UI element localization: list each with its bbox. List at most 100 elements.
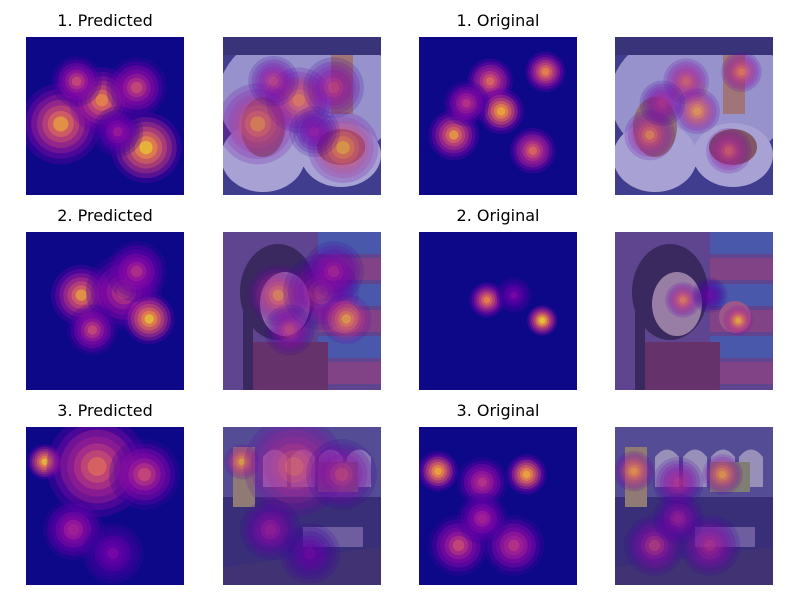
heat-blob-r1c0-3 xyxy=(70,308,115,352)
heat-blob-r0c0-1 xyxy=(77,76,126,125)
heat-blob-r1c1-4 xyxy=(327,265,340,278)
heat-blob-r1c3-0 xyxy=(677,294,689,306)
heat-blob-r2c2-5 xyxy=(456,493,508,544)
heat-blob-r0c1-2 xyxy=(268,76,279,86)
heat-blob-r0c0-4 xyxy=(120,121,172,174)
predicted-overlay-panel xyxy=(223,427,381,585)
heat-blob-r0c1-4 xyxy=(317,121,369,174)
heat-blob-r0c2-5 xyxy=(449,86,483,120)
heat-blob-r1c0-0 xyxy=(59,273,104,318)
heat-blob-r2c1-4 xyxy=(291,535,328,572)
heat-blob-r1c1-3 xyxy=(284,325,295,335)
heat-blob-r1c2-1 xyxy=(531,309,554,332)
heat-blob-r1c3-1 xyxy=(727,309,750,332)
heat-blob-r1c0-4 xyxy=(110,245,163,298)
heat-blob-r2c1-4 xyxy=(295,539,324,568)
heat-blob-r0c1-5 xyxy=(299,116,330,147)
heat-blob-r2c1-0 xyxy=(236,456,248,468)
heat-blob-r1c1-2 xyxy=(324,297,369,341)
heat-blob-r1c2-2 xyxy=(505,287,522,304)
heat-blob-r2c3-2 xyxy=(652,457,704,508)
heat-blob-r1c1-0 xyxy=(247,264,309,326)
heat-blob-r2c2-3 xyxy=(452,539,465,552)
heat-blob-r0c3-4 xyxy=(718,140,740,162)
heat-blob-r2c0-3 xyxy=(67,524,80,536)
heat-blob-r0c0-1 xyxy=(82,80,122,120)
heat-blob-r2c0-3 xyxy=(47,503,100,556)
heat-blob-r0c0-2 xyxy=(61,66,92,97)
heat-blob-r2c2-4 xyxy=(491,523,536,568)
heat-blob-r0c2-3 xyxy=(445,126,462,144)
heat-blob-r2c3-4 xyxy=(691,527,728,564)
heat-blob-r1c1-4 xyxy=(307,245,360,298)
heat-blob-r2c3-3 xyxy=(624,515,685,576)
heat-blob-r2c1-2 xyxy=(330,462,353,486)
heat-blob-r0c0-3 xyxy=(118,69,155,106)
heat-blob-r2c0-0 xyxy=(36,453,54,470)
heat-blob-r2c1-1 xyxy=(284,457,304,476)
heat-blob-r2c3-5 xyxy=(666,507,690,531)
heatmap-background xyxy=(419,37,577,195)
heat-blob-r2c0-2 xyxy=(118,448,171,501)
heat-blob-r1c2-0 xyxy=(474,287,500,313)
heat-blob-r1c0-4 xyxy=(118,253,155,290)
predicted-overlay-panel xyxy=(223,232,381,390)
heat-blob-r0c2-0 xyxy=(470,61,510,101)
heat-blob-r1c1-0 xyxy=(256,273,301,318)
heat-blob-r0c0-1 xyxy=(68,67,135,134)
heat-blob-r2c1-3 xyxy=(252,511,289,548)
heat-blob-r1c1-0 xyxy=(264,281,293,310)
heat-blob-r2c2-5 xyxy=(474,510,491,527)
heat-blob-r1c2-2 xyxy=(503,284,525,306)
heat-blob-r1c0-3 xyxy=(80,318,104,342)
heat-blob-r1c0-1 xyxy=(101,269,147,315)
heat-blob-r0c0-2 xyxy=(68,73,85,90)
heat-blob-r2c2-0 xyxy=(431,464,445,478)
heat-blob-r1c1-1 xyxy=(288,259,354,325)
heat-blob-r0c3-0 xyxy=(681,76,691,86)
heat-blob-r2c2-0 xyxy=(419,451,459,492)
heat-blob-r2c0-3 xyxy=(51,507,96,552)
heat-blob-r0c3-3 xyxy=(641,126,658,144)
overlay-tint xyxy=(615,232,773,390)
heat-blob-r0c0-2 xyxy=(64,69,89,93)
heat-blob-r0c2-1 xyxy=(484,94,518,128)
heat-blob-r0c1-5 xyxy=(296,113,334,151)
heat-blob-r2c3-4 xyxy=(700,535,720,556)
heat-blob-r0c2-2 xyxy=(536,62,555,82)
predicted-overlay-image xyxy=(223,37,381,195)
heat-blob-r1c3-2 xyxy=(696,282,723,309)
heat-blob-r2c3-4 xyxy=(695,531,724,560)
heat-blob-r0c3-5 xyxy=(642,83,683,124)
heat-blob-r0c2-4 xyxy=(522,140,544,162)
heat-blob-r1c0-1 xyxy=(86,254,162,330)
original-heatmap-panel xyxy=(419,37,577,195)
heat-blob-r0c1-4 xyxy=(336,140,350,155)
heat-blob-r0c0-5 xyxy=(95,109,140,154)
heat-blob-r0c1-4 xyxy=(312,117,374,179)
heat-blob-r1c2-2 xyxy=(498,279,530,311)
heat-blob-r2c3-1 xyxy=(710,462,735,487)
heat-blob-r0c2-2 xyxy=(541,67,550,76)
heat-blob-r0c1-5 xyxy=(289,106,340,158)
heat-blob-r2c0-2 xyxy=(128,458,161,491)
heat-blob-r2c0-4 xyxy=(98,539,127,568)
heat-blob-r2c0-2 xyxy=(133,462,156,486)
heat-blob-r0c1-1 xyxy=(288,89,310,111)
heat-blob-r1c2-1 xyxy=(529,307,556,334)
heat-blob-r1c2-2 xyxy=(496,277,532,313)
heat-blob-r2c3-5 xyxy=(659,500,697,538)
heat-blob-r1c3-2 xyxy=(692,277,728,313)
heat-blob-r1c0-2 xyxy=(141,310,158,328)
heat-blob-r2c3-1 xyxy=(707,459,738,490)
heat-blob-r0c1-0 xyxy=(228,94,288,154)
heat-blob-r1c0-2 xyxy=(134,303,165,334)
heat-blob-r1c2-0 xyxy=(478,291,496,309)
heat-blob-r2c2-3 xyxy=(444,531,473,560)
heat-blob-r0c0-5 xyxy=(92,106,143,158)
heat-blob-r2c2-4 xyxy=(487,519,541,572)
heat-blob-r0c2-2 xyxy=(538,65,552,79)
heat-blob-r1c0-0 xyxy=(71,285,92,305)
heat-blob-r2c3-4 xyxy=(679,515,741,576)
heat-blob-r0c3-0 xyxy=(666,61,706,101)
